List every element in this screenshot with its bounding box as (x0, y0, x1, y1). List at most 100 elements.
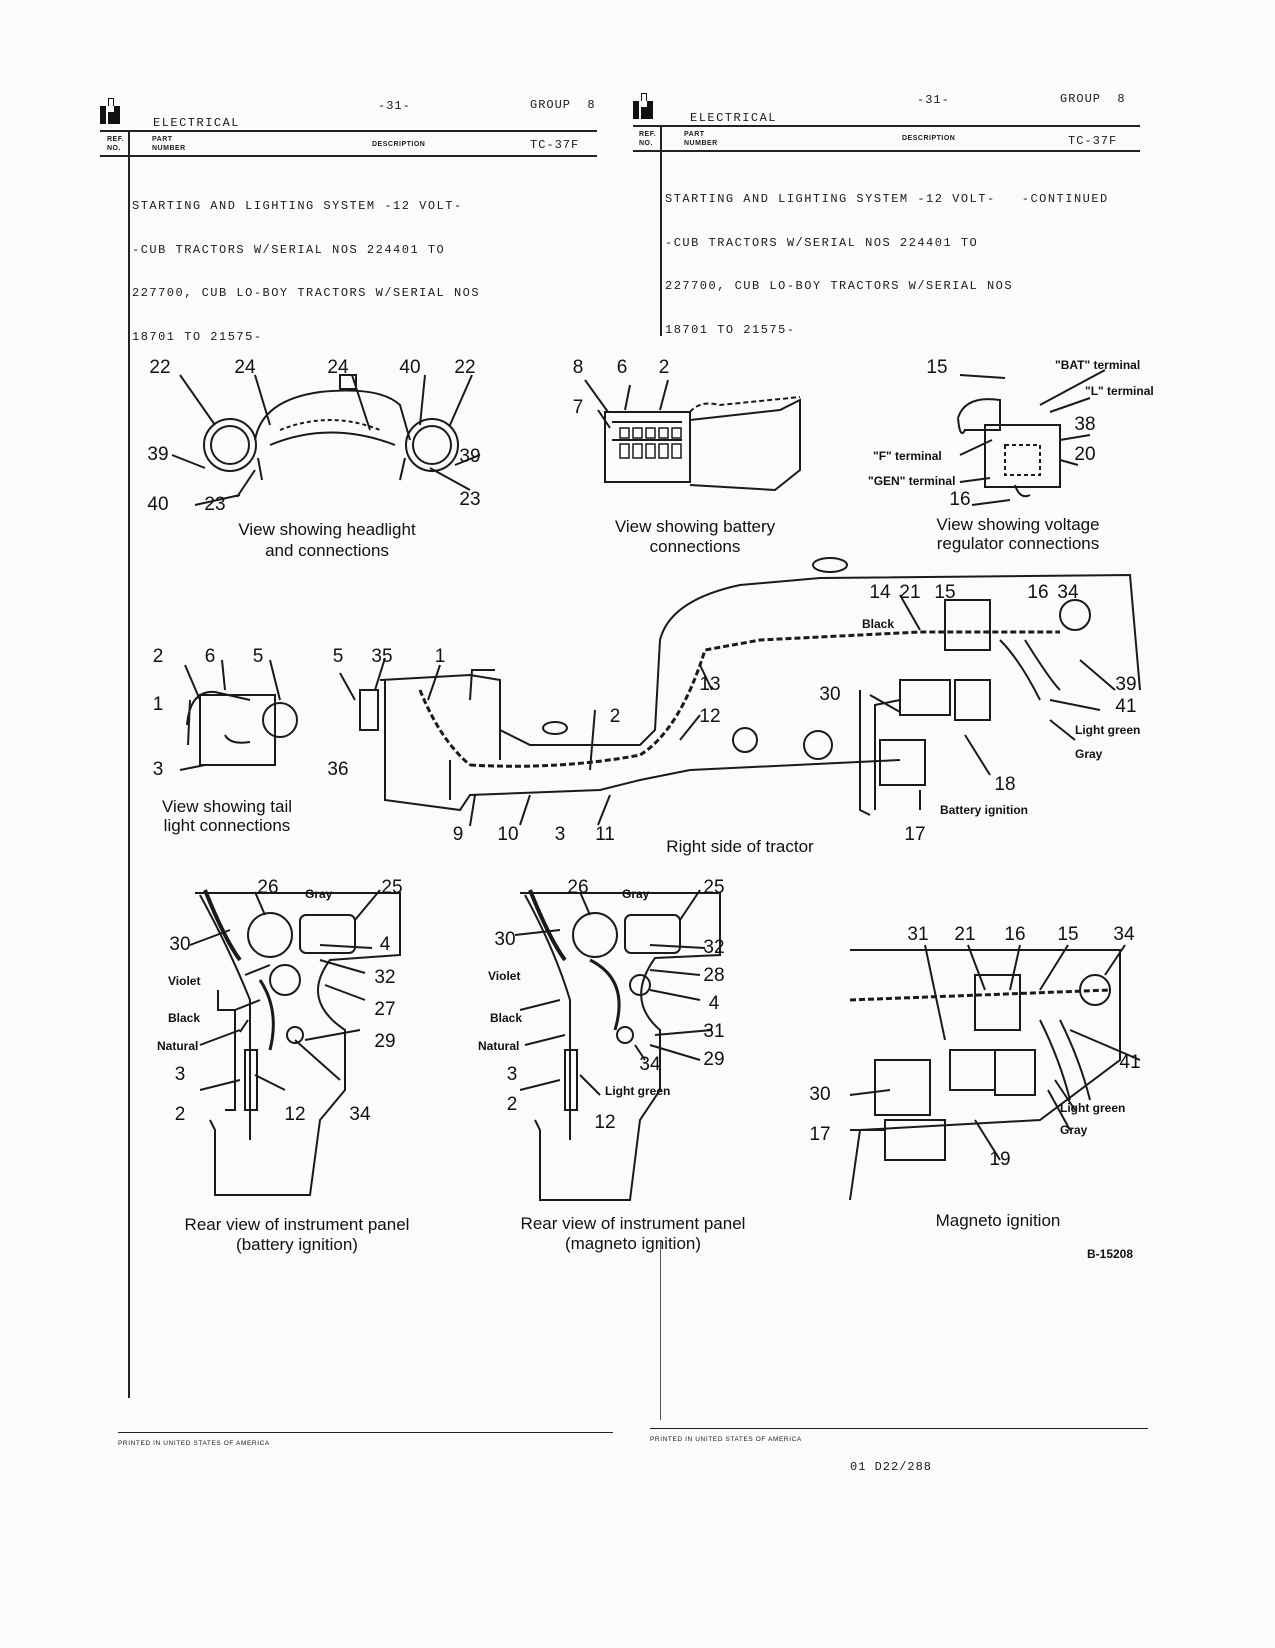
view-caption: Magneto ignition (936, 1211, 1061, 1230)
wire-label: Light green (605, 1084, 670, 1098)
page-number: -31- (378, 99, 411, 113)
wire-label: Gray (305, 887, 333, 901)
column-rule (660, 1240, 661, 1420)
view-caption: light connections (164, 816, 291, 835)
column-rule (660, 126, 662, 336)
battery-drawing (584, 379, 801, 492)
callout-number: 10 (497, 824, 518, 845)
wire-label: Gray (1075, 747, 1103, 761)
callout-number: 34 (1057, 582, 1079, 603)
wire-label: "L" terminal (1085, 384, 1154, 398)
wire-label: Natural (157, 1039, 198, 1053)
callout-number: 17 (904, 824, 925, 845)
view-caption: View showing tail (162, 797, 292, 816)
callout-number: 1 (153, 694, 164, 715)
wire-label: Black (490, 1011, 522, 1025)
callout-number: 14 (869, 582, 891, 603)
callout-number: 16 (949, 489, 970, 510)
callout-number: 16 (1027, 582, 1048, 603)
view-caption: (magneto ignition) (565, 1234, 701, 1253)
view-caption: Rear view of instrument panel (185, 1215, 410, 1234)
catalog-code: TC-37F (1068, 134, 1118, 148)
drawing-code: B-15208 (1087, 1247, 1133, 1261)
callout-number: 4 (380, 934, 391, 955)
callout-number: 30 (169, 934, 190, 955)
header-rule (633, 125, 1140, 127)
callout-number: 39 (459, 446, 480, 467)
callout-number: 5 (333, 646, 344, 667)
callout-number: 26 (257, 877, 278, 898)
callout-number: 9 (453, 824, 464, 845)
callout-number: 7 (573, 397, 584, 418)
wire-label: Violet (168, 974, 200, 988)
callout-number: 20 (1074, 444, 1095, 465)
callout-number: 24 (327, 357, 349, 378)
wire-label: Light green (1060, 1101, 1125, 1115)
callout-number: 35 (371, 646, 392, 667)
wire-label: Light green (1075, 723, 1140, 737)
view-caption: regulator connections (937, 534, 1100, 553)
callout-number: 3 (555, 824, 566, 845)
callout-number: 11 (595, 824, 615, 845)
callout-number: 12 (284, 1104, 305, 1125)
callout-number: 17 (809, 1124, 830, 1145)
callout-number: 23 (459, 489, 480, 510)
footer-print-note: PRINTED IN UNITED STATES OF AMERICA (650, 1436, 802, 1443)
view-caption: View showing headlight (238, 520, 416, 539)
callout-number: 39 (147, 444, 168, 465)
callout-number: 36 (327, 759, 348, 780)
group-label: GROUP 8 (1060, 92, 1126, 106)
wire-label: "GEN" terminal (868, 474, 955, 488)
callout-number: 41 (1115, 696, 1136, 717)
callout-number: 39 (1115, 674, 1136, 695)
header-rule (100, 155, 597, 157)
view-caption: Right side of tractor (666, 837, 814, 856)
wire-label: "BAT" terminal (1055, 358, 1140, 372)
document-reference: 01 D22/288 (850, 1460, 933, 1474)
magneto-drawing (849, 944, 1141, 1201)
headlight-drawing (171, 374, 481, 506)
callout-number: 23 (204, 494, 225, 515)
callout-number: 21 (954, 924, 975, 945)
callout-number: 3 (175, 1064, 186, 1085)
callout-number: 34 (1113, 924, 1135, 945)
callout-number: 15 (926, 357, 947, 378)
footer-rule (118, 1432, 613, 1433)
group-label: GROUP 8 (530, 98, 596, 112)
callout-number: 4 (709, 993, 720, 1014)
description-block: STARTING AND LIGHTING SYSTEM -12 VOLT- -… (665, 192, 1109, 337)
callout-number: 38 (1074, 414, 1095, 435)
callout-number: 29 (703, 1049, 724, 1070)
callout-number: 12 (699, 706, 720, 727)
callout-number: 32 (374, 967, 395, 988)
catalog-code: TC-37F (530, 138, 580, 152)
ih-logo-icon (100, 98, 122, 124)
callout-number: 13 (699, 674, 720, 695)
description-column-header: DESCRIPTION (372, 141, 426, 148)
column-rule (128, 131, 130, 1398)
footer-print-note: PRINTED IN UNITED STATES OF AMERICA (118, 1440, 270, 1447)
callout-number: 1 (435, 646, 446, 667)
view-caption: and connections (265, 541, 389, 560)
footer-rule (650, 1428, 1148, 1429)
description-column-header: DESCRIPTION (902, 135, 956, 142)
view-caption: connections (650, 537, 741, 556)
ih-logo-icon (633, 93, 655, 119)
tail-light-drawing (179, 659, 298, 771)
callout-number: 29 (374, 1031, 395, 1052)
callout-number: 30 (819, 684, 840, 705)
page-number: -31- (917, 93, 950, 107)
panel-battery-drawing (189, 889, 401, 1196)
callout-number: 34 (639, 1054, 661, 1075)
callout-number: 3 (153, 759, 164, 780)
ref-column-header: REF.NO. (107, 136, 125, 152)
callout-number: 28 (703, 965, 724, 986)
view-caption: View showing voltage (936, 515, 1099, 534)
callout-number: 32 (703, 937, 724, 958)
callout-number: 15 (934, 582, 955, 603)
ref-column-header: REF.NO. (639, 131, 657, 147)
callout-number: 2 (610, 706, 621, 727)
callout-number: 2 (175, 1104, 186, 1125)
